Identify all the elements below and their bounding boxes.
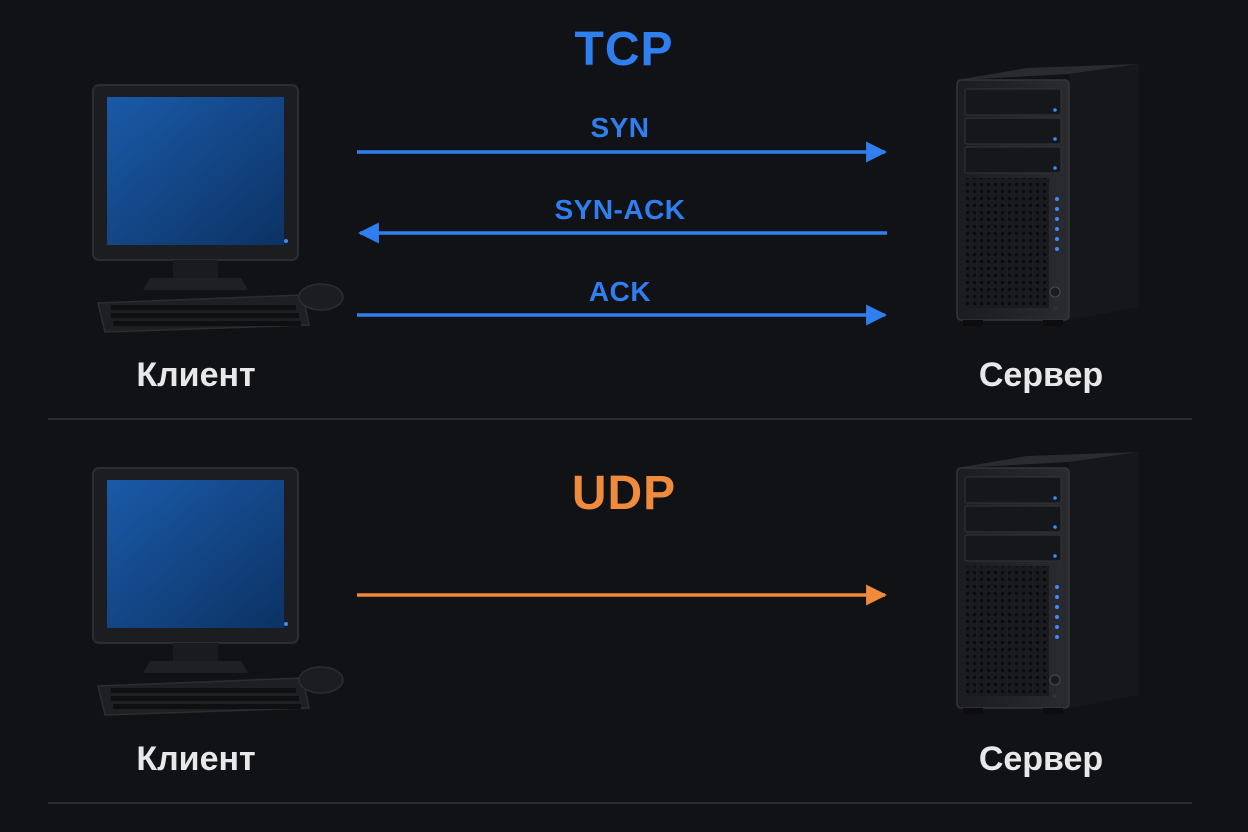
udp-client-label: Клиент [136,740,256,778]
udp-diagram [92,451,1140,716]
tcp-client-label: Клиент [136,356,256,394]
tcp-title: TCP [574,23,674,76]
section-divider [48,418,1192,420]
tcp-client-computer-icon [92,84,344,333]
udp-server-icon [956,451,1140,715]
udp-server-label: Сервер [978,740,1104,778]
tcp-section: TCP SYN SYN-ACK ACK Клиент Сервер [92,23,1140,394]
udp-client-computer-icon [92,467,344,716]
tcp-synack-label: SYN-ACK [554,194,686,225]
tcp-server-label: Сервер [978,356,1104,394]
bottom-divider [48,802,1192,804]
tcp-server-icon [956,63,1140,327]
udp-section: UDP Клиент Сервер [0,420,1248,810]
tcp-syn-label: SYN [590,112,650,143]
tcp-ack-label: ACK [588,276,652,307]
tcp-diagram [92,63,1140,333]
udp-title: UDP [571,467,677,520]
